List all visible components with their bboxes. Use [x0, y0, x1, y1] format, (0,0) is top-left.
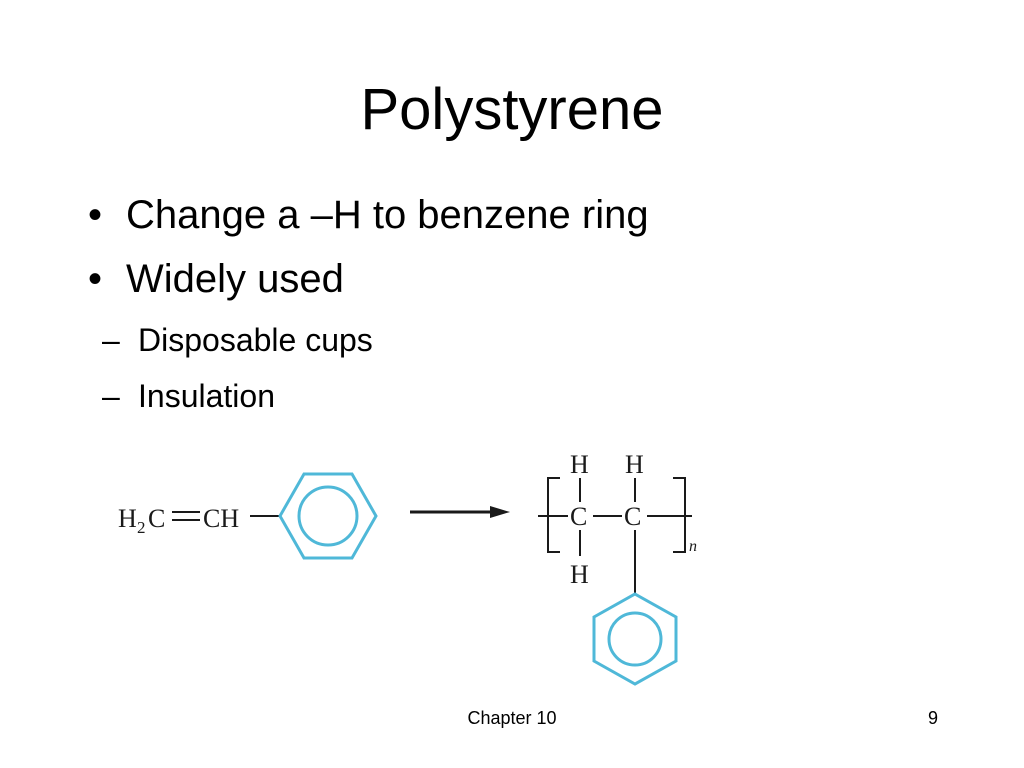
monomer-h-label: H	[118, 504, 137, 533]
styrene-monomer: H 2 C CH	[118, 472, 378, 560]
polymer-c-right: C	[624, 502, 641, 531]
sub-bullet-item: – Disposable cups	[50, 320, 649, 360]
polymer-h-bottom: H	[570, 560, 589, 589]
sub-bullet-text: Insulation	[138, 378, 275, 414]
polymer-c-left: C	[570, 502, 587, 531]
slide-title: Polystyrene	[360, 77, 664, 142]
polymer-subscript-n: n	[689, 538, 697, 555]
bullet-glyph: •	[88, 193, 103, 237]
benzene-ring-inner-circle	[297, 485, 359, 547]
bullet-glyph: •	[88, 257, 103, 301]
polymer-h-top-left: H	[570, 450, 589, 479]
sub-bullet-glyph: –	[102, 322, 120, 358]
bullet-text: Change a –H to benzene ring	[126, 193, 649, 237]
polystyrene-repeat-unit: H H C C H n	[538, 450, 697, 686]
monomer-ch-label: CH	[203, 504, 239, 533]
bullet-text: Widely used	[126, 257, 344, 301]
footer-chapter: Chapter 10	[467, 708, 557, 728]
benzene-ring-icon	[592, 592, 678, 686]
bullet-item: • Change a –H to benzene ring	[88, 192, 649, 238]
benzene-ring-icon	[278, 472, 378, 560]
monomer-subscript-2: 2	[137, 518, 146, 537]
sub-bullet-item: – Insulation	[50, 376, 649, 416]
sub-bullet-text: Disposable cups	[138, 322, 373, 358]
bullet-list: • Change a –H to benzene ring • Widely u…	[88, 192, 649, 432]
footer-page-number: 9	[927, 708, 938, 728]
polymer-h-top-right: H	[625, 450, 644, 479]
reaction-arrow-icon	[410, 506, 510, 518]
bullet-item: • Widely used	[88, 256, 649, 302]
benzene-ring-inner-circle	[607, 611, 663, 667]
monomer-c-label: C	[148, 504, 165, 533]
sub-bullet-glyph: –	[102, 378, 120, 414]
